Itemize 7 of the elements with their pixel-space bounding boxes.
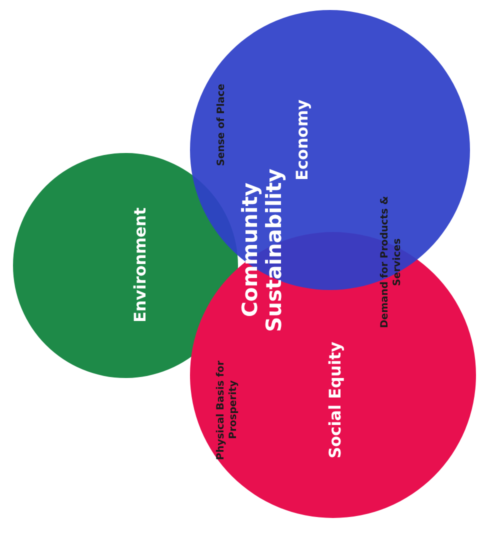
overlap-label: Sense of Place xyxy=(216,82,228,168)
circle-label: Environment xyxy=(130,207,150,323)
circle-label: Social Equity xyxy=(326,342,344,458)
center-title: Community Sustainability xyxy=(238,167,286,334)
circle-label: Economy xyxy=(292,100,312,180)
overlap-label: Demand for Products & Services xyxy=(380,195,404,330)
overlap-label: Physical Basis for Prosperity xyxy=(216,360,240,460)
